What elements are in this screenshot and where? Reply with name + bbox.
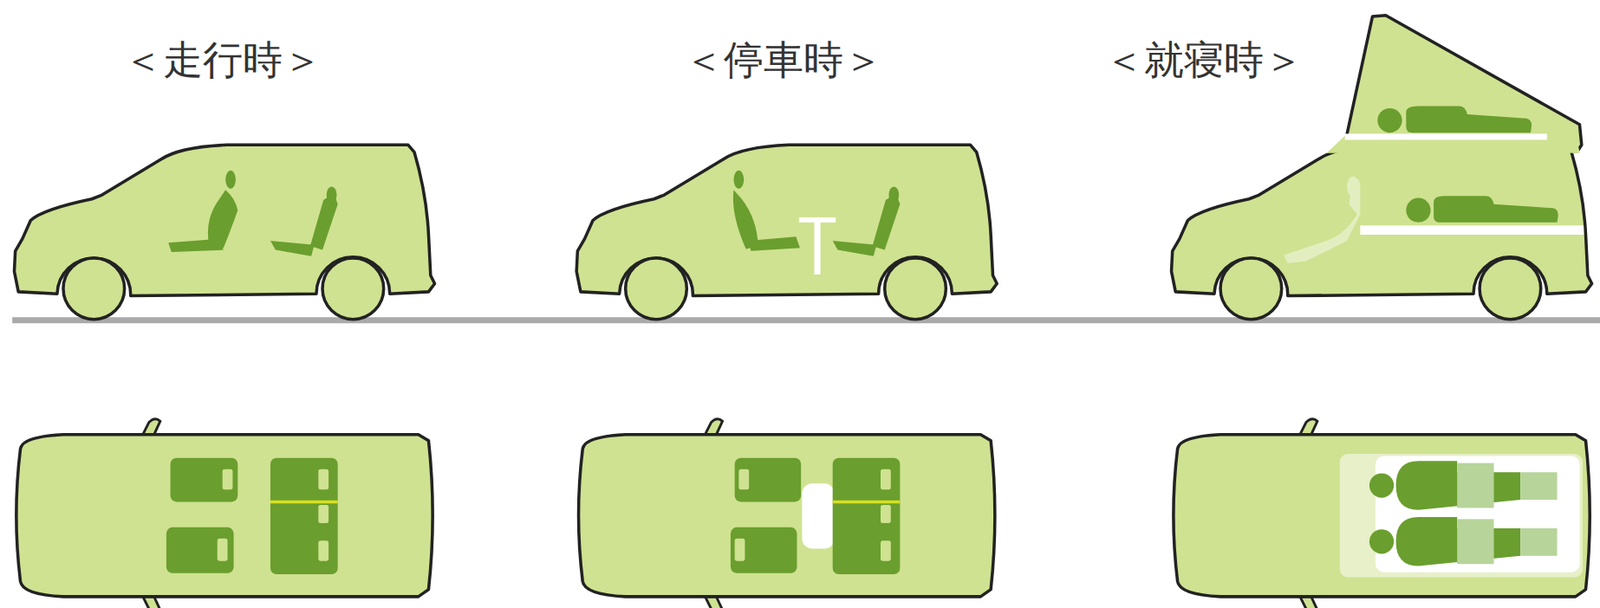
car-parked-side [576, 144, 997, 319]
car-driving-side [13, 144, 435, 319]
ground-line [12, 317, 1600, 324]
state-heading: ＜就寝時＞ [1104, 38, 1304, 83]
car-driving-top [16, 419, 433, 608]
car-parked-top [578, 419, 996, 608]
state-heading: ＜停車時＞ [683, 38, 884, 83]
car-sleeping-top [1173, 419, 1590, 608]
state-heading: ＜走行時＞ [123, 38, 323, 83]
